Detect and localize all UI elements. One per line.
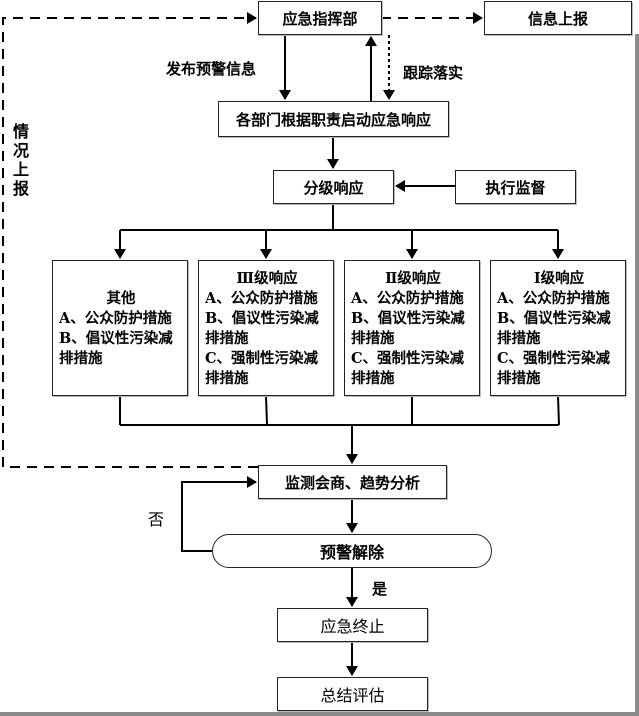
warning-lift-label: 预警解除 — [319, 543, 384, 562]
command-center-label: 应急指挥部 — [282, 9, 358, 28]
level-item: A、公众防护措施 — [59, 310, 172, 327]
departments-response-node: 各部门根据职责启动应急响应 — [218, 101, 449, 137]
situation-report-label: 情 况 上 报 — [12, 122, 30, 198]
emergency-terminate-node: 应急终止 — [277, 608, 428, 642]
warning-lift-decision-node: 预警解除 — [212, 534, 492, 568]
level-title: Ⅱ级响应 — [385, 270, 441, 287]
yes-label: 是 — [372, 580, 388, 598]
command-center-node: 应急指挥部 — [258, 1, 382, 35]
situation-report-char: 况 — [12, 141, 29, 160]
level-title: Ⅲ级响应 — [236, 270, 298, 287]
level-box-1: Ⅰ级响应 A、公众防护措施 B、倡议性污染减排措施 C、强制性污染减排措施 — [490, 260, 626, 396]
monitoring-node: 监测会商、趋势分析 — [258, 465, 447, 499]
publish-warning-label: 发布预警信息 — [166, 60, 257, 78]
bottom-border — [0, 712, 639, 716]
level-item: C、强制性污染减排措施 — [351, 350, 465, 387]
supervision-node: 执行监督 — [455, 170, 576, 204]
situation-report-char: 报 — [12, 179, 29, 198]
no-label: 否 — [148, 510, 165, 529]
level-item: A、公众防护措施 — [205, 290, 318, 307]
monitoring-label: 监测会商、趋势分析 — [284, 473, 420, 492]
level-box-other: 其他 A、公众防护措施 B、倡议性污染减排措施 — [52, 260, 188, 396]
level-item: A、公众防护措施 — [497, 290, 610, 307]
level-item: B、倡议性污染减排措施 — [351, 310, 465, 347]
level-box-2: Ⅱ级响应 A、公众防护措施 B、倡议性污染减排措施 C、强制性污染减排措施 — [344, 260, 480, 396]
level-title: 其他 — [106, 290, 136, 307]
emergency-terminate-label: 应急终止 — [320, 617, 385, 636]
level-item: C、强制性污染减排措施 — [497, 350, 611, 387]
grading-response-node: 分级响应 — [273, 170, 394, 204]
track-implement-label: 跟踪落实 — [403, 64, 464, 82]
supervision-label: 执行监督 — [485, 178, 546, 197]
collector-line-level3 — [265, 395, 268, 426]
departments-response-label: 各部门根据职责启动应急响应 — [235, 110, 431, 129]
no-loop-arrow — [181, 476, 257, 552]
summary-evaluation-node: 总结评估 — [277, 677, 428, 711]
info-report-label: 信息上报 — [527, 9, 588, 28]
situation-report-dashed-line — [2, 12, 258, 468]
grading-response-label: 分级响应 — [303, 178, 364, 197]
situation-report-char: 上 — [12, 160, 29, 179]
level-title: Ⅰ级响应 — [533, 270, 585, 287]
level-item: C、强制性污染减排措施 — [205, 350, 319, 387]
level-item: B、倡议性污染减排措施 — [497, 310, 611, 347]
right-border — [635, 34, 639, 716]
situation-report-char: 情 — [12, 122, 29, 141]
summary-evaluation-label: 总结评估 — [320, 686, 385, 705]
level-item: B、倡议性污染减排措施 — [59, 330, 173, 367]
collector-line-level1 — [557, 395, 560, 426]
level-item: A、公众防护措施 — [351, 290, 464, 307]
level-box-3: Ⅲ级响应 A、公众防护措施 B、倡议性污染减排措施 C、强制性污染减排措施 — [198, 260, 334, 396]
info-report-node: 信息上报 — [484, 1, 632, 35]
level-item: B、倡议性污染减排措施 — [205, 310, 319, 347]
